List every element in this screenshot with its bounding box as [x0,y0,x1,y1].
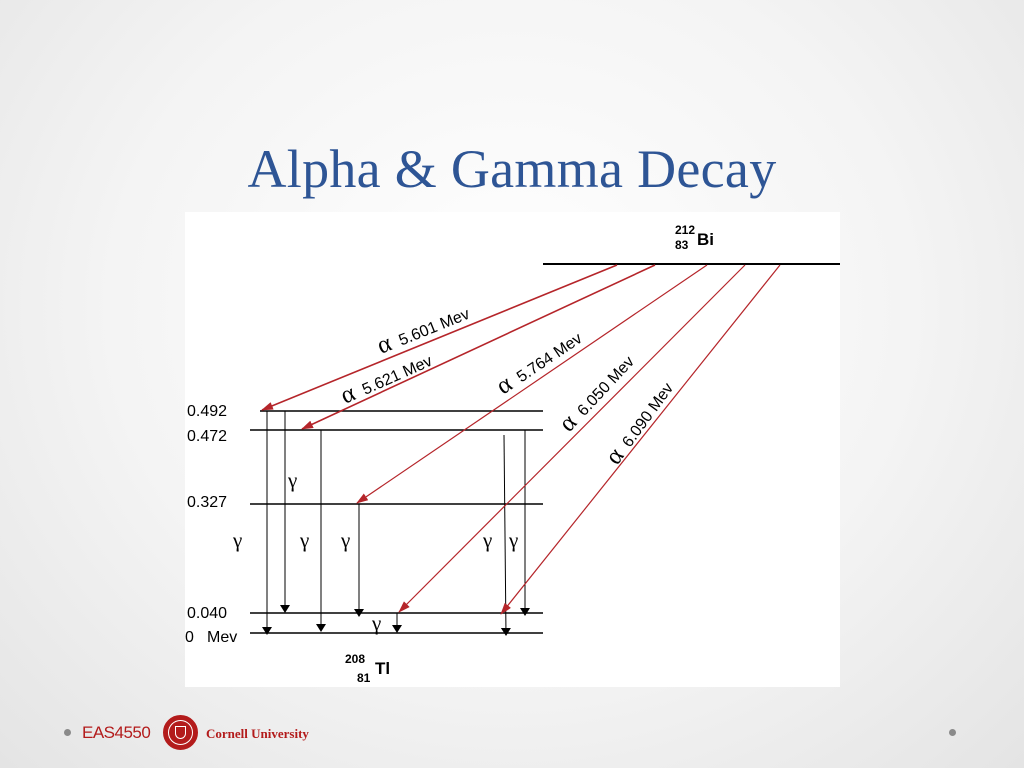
parent-atomic-number: 83 [675,238,689,252]
gamma-label-3: γ [299,528,309,552]
course-code: EAS4550 [82,723,151,742]
gamma-label-6: γ [482,528,492,552]
parent-mass-number: 212 [675,223,695,237]
level-label-0.327: 0.327 [187,494,227,511]
alpha-energy: 5.621 Mev [360,353,435,399]
slide-title: Alpha & Gamma Decay [247,139,777,199]
gamma-label-1: γ [232,528,242,552]
alpha-label-5.601: α 5.601 Mev [373,306,473,360]
alpha-arrow-6.050 [398,264,746,613]
gamma-arrow-0.472-to-0-right [500,434,511,636]
alpha-arrow-5.621 [301,264,656,430]
alpha-symbol: α [600,443,630,469]
alpha-energy: 6.090 Mev [619,380,677,450]
level-label-0.040: 0.040 [187,605,227,622]
alpha-energy: 5.601 Mev [397,306,473,350]
university-name: Cornell University [206,726,309,741]
decay-scheme-diagram: 212 83 Bi 0.492 0.472 0.327 0.040 0 Mev … [185,212,840,687]
level-label-ground: 0 [185,629,194,646]
daughter-mass-number: 208 [345,652,365,666]
alpha-arrow-5.764 [356,264,708,504]
alpha-energy: 6.050 Mev [574,353,637,419]
cornell-seal-logo [163,715,198,750]
ground-unit-label: Mev [207,629,237,646]
gamma-label-4: γ [340,528,350,552]
alpha-symbol: α [336,379,359,409]
daughter-atomic-number: 81 [357,671,371,685]
gamma-label-2: γ [287,468,297,492]
footer-left-dot [64,729,71,736]
parent-nucleus-label: 212 83 Bi [675,223,714,252]
level-label-0.472: 0.472 [187,428,227,445]
alpha-arrow-6.090 [500,264,781,615]
alpha-symbol: α [373,330,395,360]
daughter-nucleus-label: 208 81 Tl [345,652,390,685]
alpha-label-6.050: α 6.050 Mev [554,353,638,437]
alpha-arrow-5.601 [261,264,618,411]
alpha-energy: 5.764 Mev [514,330,585,386]
gamma-label-7: γ [508,528,518,552]
alpha-symbol: α [491,370,517,400]
gamma-label-5: γ [371,611,381,635]
footer-right-dot [949,729,956,736]
level-label-0.492: 0.492 [187,403,227,420]
parent-symbol: Bi [697,230,714,249]
daughter-symbol: Tl [375,659,390,678]
